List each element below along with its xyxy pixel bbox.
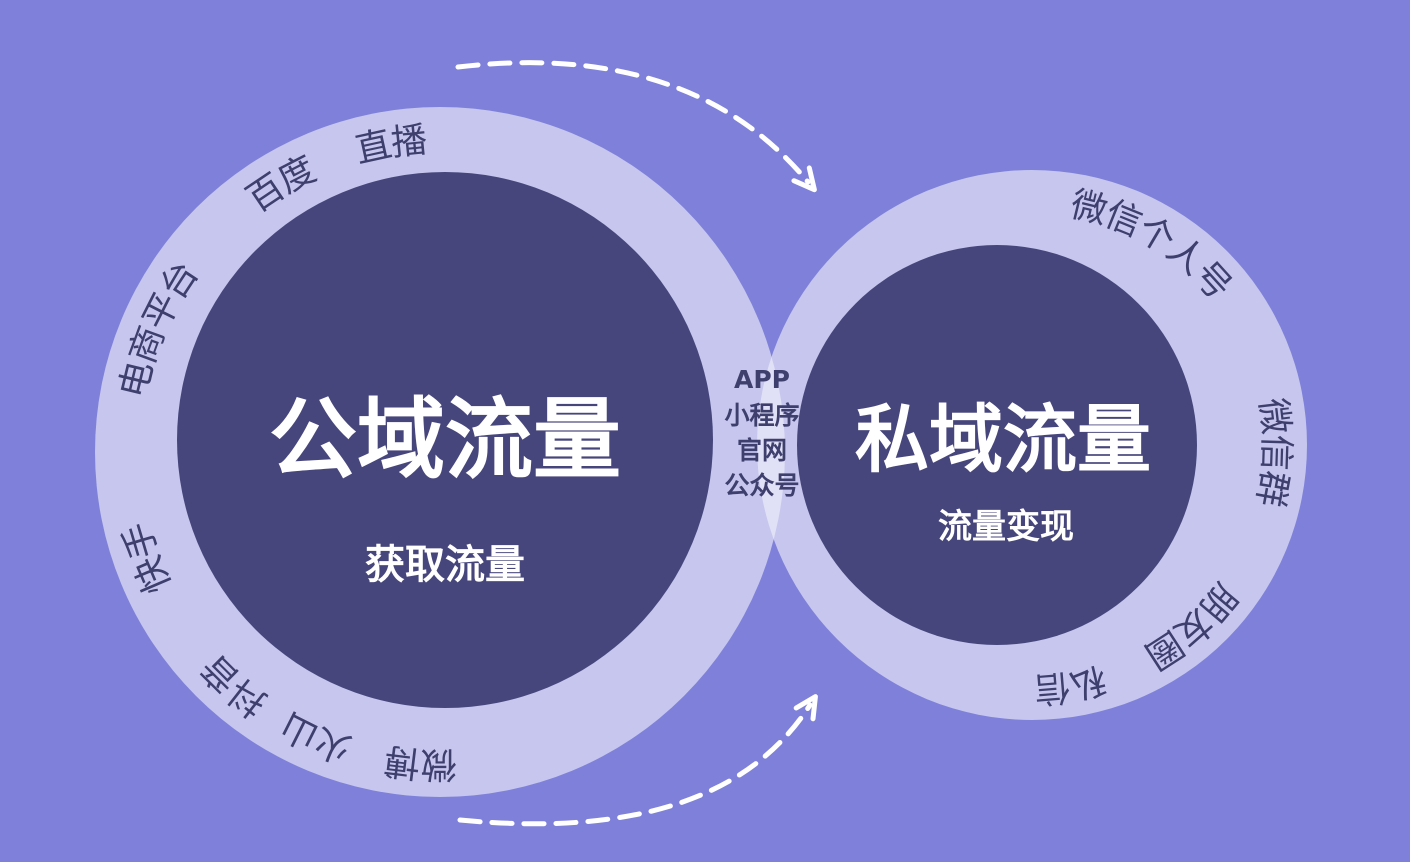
private-title: 私域流量 xyxy=(855,397,1151,483)
bridge-item-2: 官网 xyxy=(737,436,787,465)
private-core xyxy=(797,245,1197,645)
bridge-item-1: 小程序 xyxy=(724,401,799,430)
arrow-up-right-icon xyxy=(457,694,818,827)
bridge-item-3: 公众号 xyxy=(724,471,799,500)
bridge-item-0: APP xyxy=(734,365,790,394)
public-title: 公域流量 xyxy=(269,388,621,491)
public-subtitle: 获取流量 xyxy=(365,542,525,588)
private-ring-item-1: 微信群 xyxy=(1248,396,1296,510)
private-subtitle: 流量变现 xyxy=(938,507,1074,547)
arrow-right-icon xyxy=(455,60,817,193)
public-core xyxy=(177,172,713,708)
